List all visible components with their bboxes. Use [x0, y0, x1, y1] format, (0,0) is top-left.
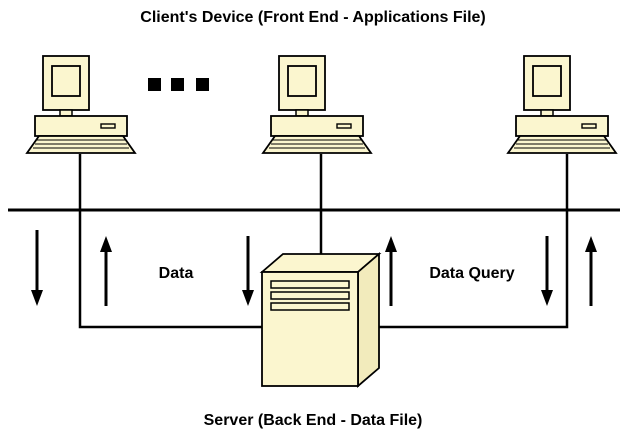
left-server-link	[78, 210, 262, 329]
more-clients-ellipsis	[148, 78, 209, 91]
right-server-link	[375, 210, 569, 329]
client-computer-1-icon	[26, 55, 136, 154]
arrow-down-left-outer	[31, 230, 43, 306]
server-caption: Server (Back End - Data File)	[204, 412, 423, 429]
client-computer-2-icon	[262, 55, 372, 154]
arrow-down-right-inner	[541, 236, 553, 306]
data-label: Data	[159, 265, 194, 282]
arrow-up-right-outer	[585, 236, 597, 306]
arrow-up-left-inner	[100, 236, 112, 306]
arrow-down-left-center	[242, 236, 254, 306]
arrow-up-right-center	[385, 236, 397, 306]
server-tower-icon	[259, 252, 382, 388]
client-computer-3-icon	[507, 55, 617, 154]
diagram-title: Client's Device (Front End - Application…	[140, 9, 485, 26]
data-query-label: Data Query	[429, 265, 514, 282]
